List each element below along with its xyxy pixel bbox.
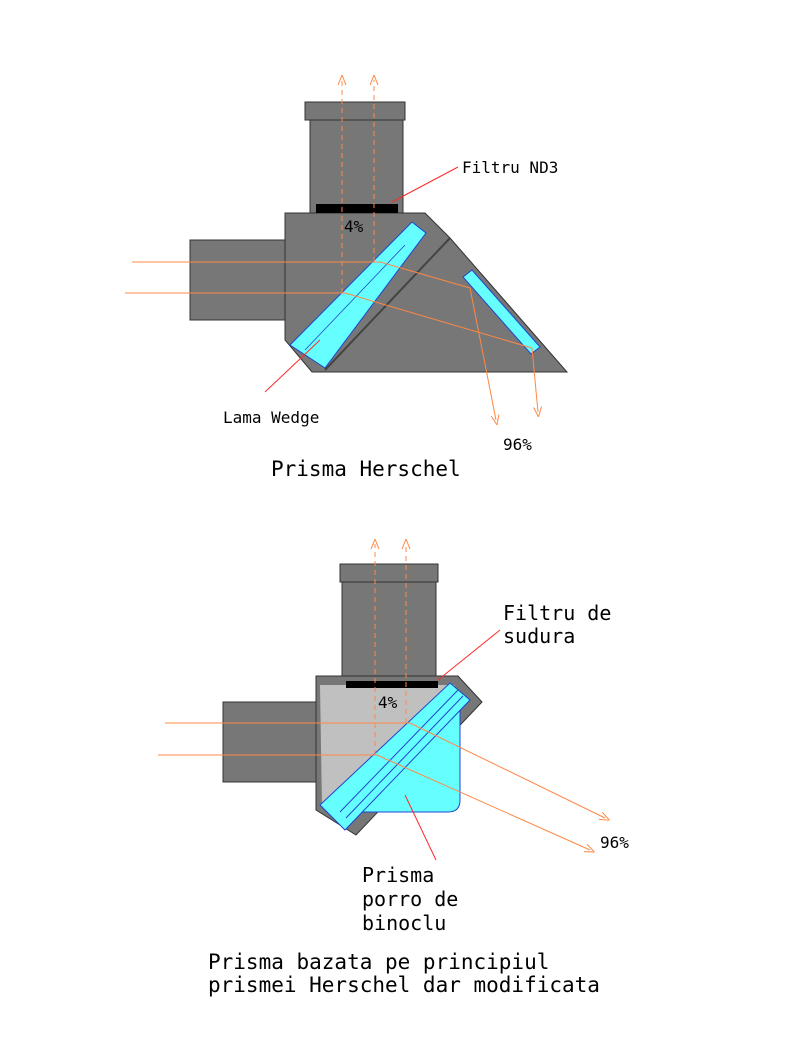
top-ray-out-2 (531, 347, 538, 412)
top-side-tube (189, 239, 287, 321)
bottom-caption-line2: prismei Herschel dar modificata (208, 973, 600, 997)
bottom-filter-leader (437, 629, 501, 681)
bottom-modified-assembly (158, 544, 605, 861)
top-wedge-label: Lama Wedge (223, 408, 319, 427)
top-caption: Prisma Herschel (271, 457, 461, 481)
bottom-filter-label-line2: sudura (503, 624, 575, 648)
bottom-ray-out-2 (376, 754, 590, 850)
top-herschel-assembly (125, 80, 569, 420)
top-wedge-inner (304, 244, 406, 351)
bottom-eyepiece-cap (339, 563, 439, 583)
bottom-caption-line1: Prisma bazata pe principiul (208, 950, 549, 974)
bottom-welding-filter (346, 681, 438, 688)
bottom-pct-up: 4% (378, 693, 398, 712)
top-ray-out-1 (469, 287, 496, 420)
bottom-plate-line-2 (345, 695, 464, 819)
top-wedge-leader (264, 339, 321, 393)
top-nd3-filter (316, 204, 398, 213)
top-housing (284, 212, 569, 373)
bottom-prism-label-line1: Prisma (362, 863, 434, 887)
top-pct-side: 96% (503, 435, 532, 454)
top-filter-label: Filtru ND3 (462, 158, 558, 177)
bottom-plate-line-1 (339, 689, 459, 813)
bottom-side-tube (222, 701, 320, 783)
top-ray-through-1 (379, 261, 471, 289)
bottom-pct-side: 96% (600, 833, 629, 852)
top-filter-leader (391, 166, 459, 203)
bottom-prism-leader (404, 794, 437, 861)
top-pct-up: 4% (344, 217, 364, 236)
bottom-eyepiece-tube (341, 581, 437, 677)
top-ray-through-2 (344, 292, 533, 349)
bottom-prism-label-line2: porro de (362, 887, 458, 911)
top-housing-edge (324, 237, 451, 371)
bottom-filter-label-line1: Filtru de (503, 601, 611, 625)
bottom-ray-out-1 (409, 722, 605, 818)
bottom-prism-label-line3: binoclu (362, 911, 446, 935)
top-secondary-plate (462, 269, 541, 355)
top-eyepiece-cap (304, 101, 406, 121)
top-eyepiece-tube (309, 119, 404, 214)
